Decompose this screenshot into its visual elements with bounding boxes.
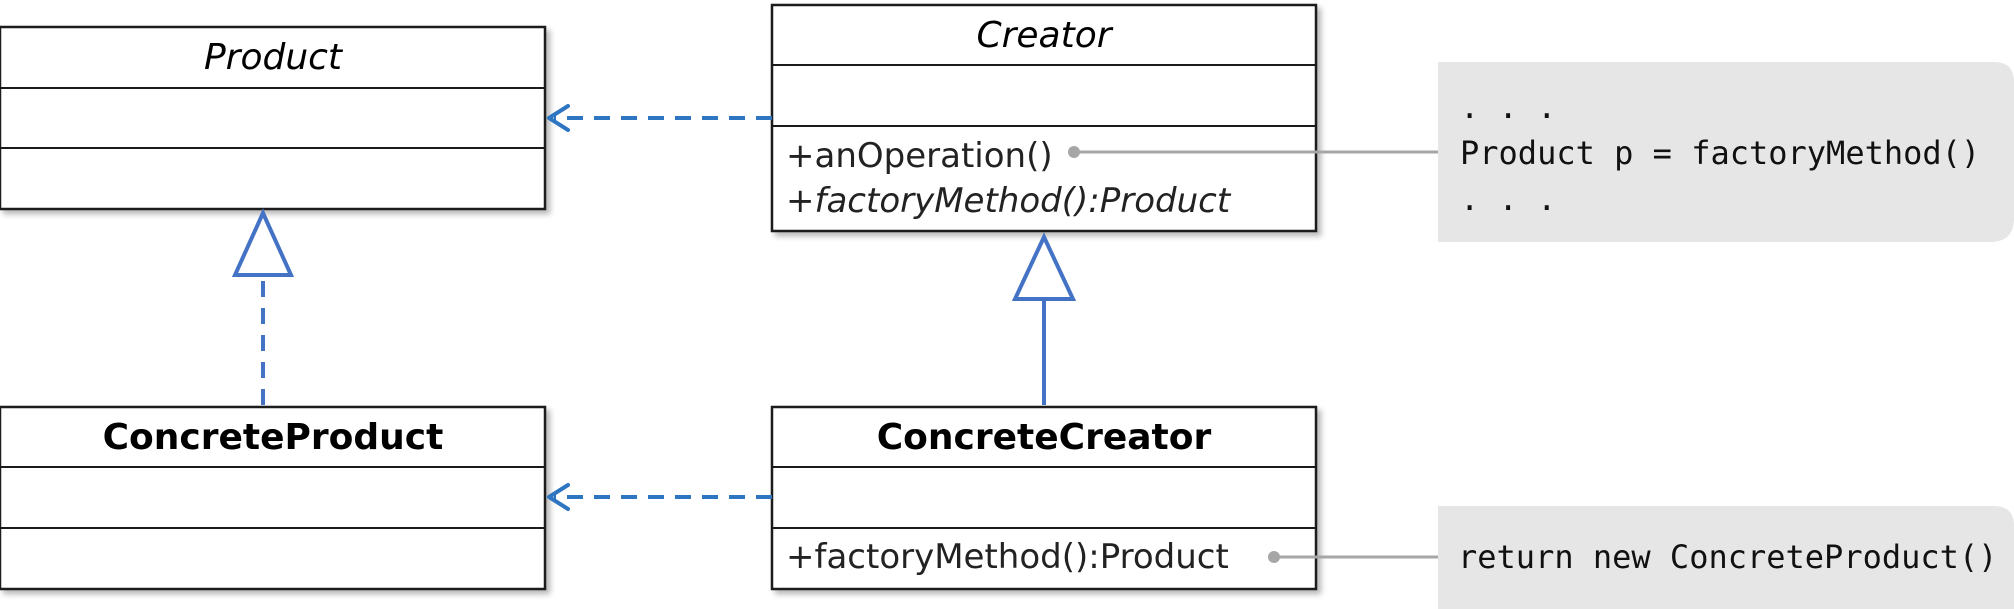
note-anchor-dot — [1068, 146, 1080, 158]
note-an-operation-line-3: . . . — [1460, 180, 1556, 218]
generalization-triangle — [1011, 232, 1077, 301]
creator-an-operation: +anOperation() — [786, 136, 1053, 176]
note-factory-method-line-1: return new ConcreteProduct() — [1458, 538, 1997, 576]
note-an-operation-line-1: . . . — [1460, 88, 1556, 126]
dependency-arrowhead — [547, 104, 570, 132]
note-factory-method: return new ConcreteProduct() — [1268, 506, 2014, 609]
class-product-name: Product — [204, 37, 344, 78]
dependency-arrowhead — [547, 483, 570, 511]
class-creator-name: Creator — [976, 15, 1113, 56]
class-concrete-creator[interactable]: ConcreteCreator +factoryMethod():Product — [770, 405, 1318, 591]
note-an-operation: . . . Product p = factoryMethod() . . . — [1068, 62, 2014, 242]
generalization-concrete-creator-creator — [1011, 232, 1077, 405]
class-concrete-product-name: ConcreteProduct — [103, 417, 444, 458]
class-concrete-creator-name: ConcreteCreator — [877, 417, 1212, 458]
class-product[interactable]: Product — [0, 25, 547, 211]
class-creator[interactable]: Creator +anOperation() +factoryMethod():… — [770, 3, 1318, 233]
dependency-concrete-creator-concrete-product — [547, 483, 772, 511]
class-concrete-product[interactable]: ConcreteProduct — [0, 405, 547, 591]
realization-triangle — [231, 208, 295, 277]
realization-concrete-product-product — [231, 208, 295, 405]
note-anchor-dot — [1268, 551, 1280, 563]
dependency-creator-product — [547, 104, 772, 132]
creator-factory-method: +factoryMethod():Product — [786, 181, 1232, 221]
note-an-operation-line-2: Product p = factoryMethod() — [1460, 134, 1980, 172]
concrete-creator-factory-method: +factoryMethod():Product — [786, 537, 1229, 577]
